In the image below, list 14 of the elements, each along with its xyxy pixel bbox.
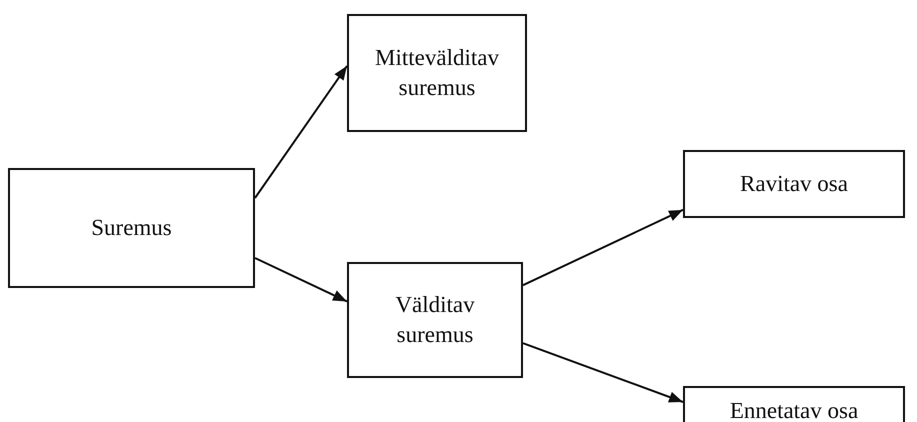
process-box: [347, 262, 523, 378]
box-label: Mittevälditav suremus: [375, 44, 499, 102]
process-box: [347, 14, 527, 132]
box-label: Suremus: [91, 214, 172, 242]
arrow: [254, 65, 348, 199]
arrow: [522, 342, 684, 403]
box-label: Ennetatav osa: [730, 397, 858, 422]
process-box: [683, 386, 905, 422]
box-label: Välditav suremus: [394, 291, 476, 349]
process-box: [683, 150, 905, 218]
arrow: [522, 208, 684, 286]
arrow: [254, 257, 348, 302]
box-label: Ravitav osa: [740, 170, 848, 198]
process-box: [8, 168, 255, 288]
